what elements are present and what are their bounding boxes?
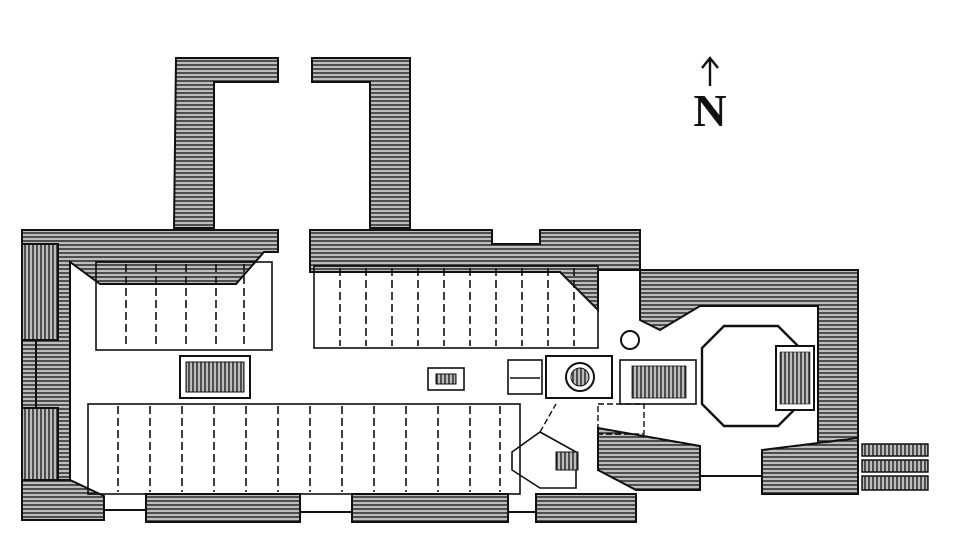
south-buttress-3 xyxy=(535,493,637,523)
south-pews xyxy=(87,403,521,495)
south-buttress-2 xyxy=(351,493,509,523)
chancel-east-buttress xyxy=(761,436,859,495)
south-wall xyxy=(21,479,105,521)
railed-tombs xyxy=(861,443,929,491)
chancel-south-wall xyxy=(597,426,701,491)
vestry-screen xyxy=(597,403,645,435)
south-buttress-1 xyxy=(145,493,301,523)
reading-desk xyxy=(507,359,543,395)
pew-block xyxy=(313,265,599,349)
aisle-furniture xyxy=(179,330,697,489)
chancel-north-wall xyxy=(639,269,859,445)
north-porch xyxy=(172,57,411,229)
west-wall-upper xyxy=(21,243,59,341)
porch-east-wall xyxy=(311,57,411,229)
column xyxy=(620,330,640,350)
porch-west-wall xyxy=(172,57,279,229)
altar-rail-seats xyxy=(619,359,697,405)
north-arrow-icon xyxy=(701,56,719,86)
table xyxy=(427,367,465,391)
north-wall-east xyxy=(309,229,641,313)
north-pews-west xyxy=(95,261,273,351)
communion-rail xyxy=(700,324,802,428)
pew-block xyxy=(95,261,273,351)
north-pews-east xyxy=(313,265,599,349)
pulpit xyxy=(545,355,613,399)
west-wall-lower xyxy=(21,407,59,481)
chancel-interior xyxy=(597,324,815,435)
pew-block xyxy=(87,403,521,495)
nave-walls xyxy=(21,229,641,523)
chancel-walls xyxy=(597,269,859,495)
north-label: N xyxy=(693,85,727,136)
font xyxy=(179,355,251,399)
